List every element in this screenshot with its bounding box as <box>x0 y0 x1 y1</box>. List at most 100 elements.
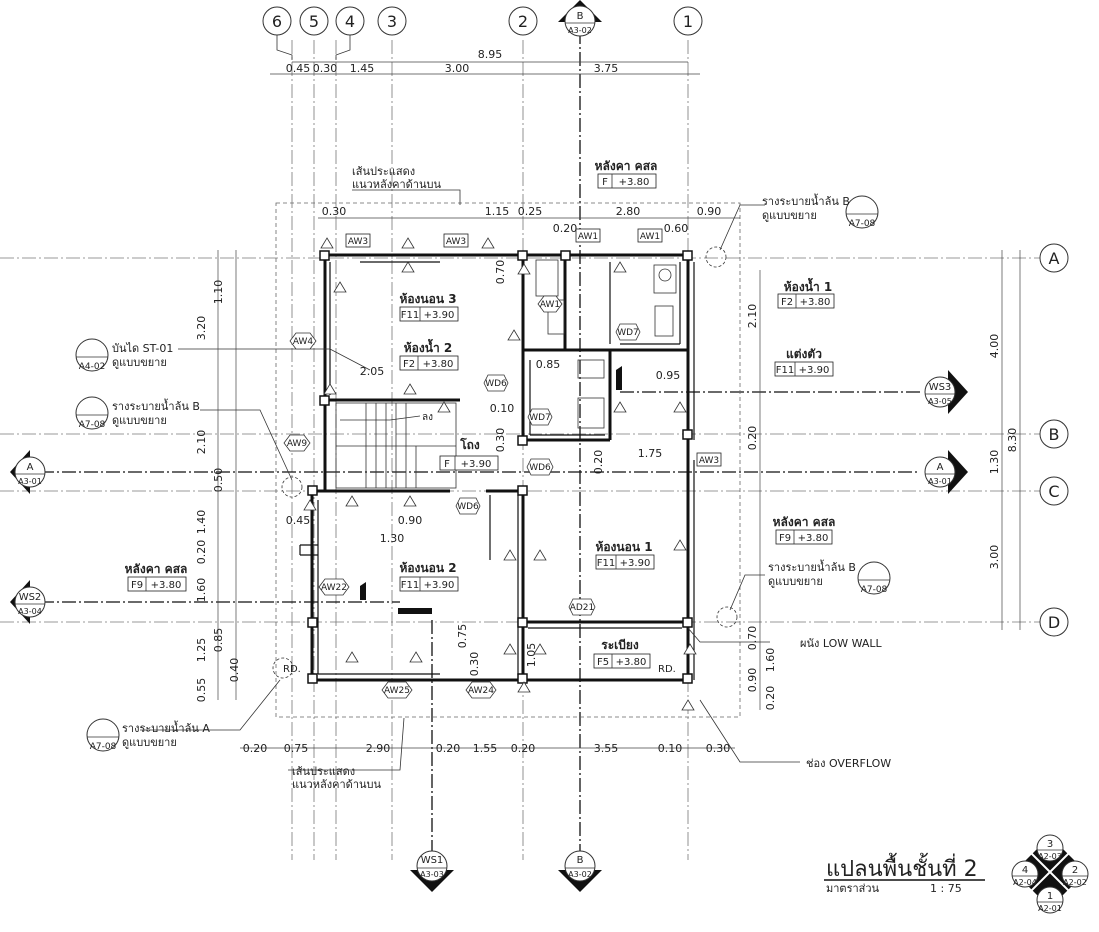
room-level: +3.80 <box>619 177 650 188</box>
ref-sheet: A7-08 <box>849 219 876 229</box>
room-level: +3.80 <box>616 657 647 668</box>
room-code: F9 <box>779 533 791 544</box>
elevation-triangles <box>303 237 697 711</box>
room-level: +3.80 <box>423 359 454 370</box>
room-name: หลังคา คสล <box>125 562 188 576</box>
room-code: F9 <box>131 580 143 591</box>
door-tag: WD7 <box>617 328 639 338</box>
dim-text: 1.25 <box>195 638 208 663</box>
section-sheet: A3-02 <box>568 870 592 879</box>
section-id: WS2 <box>19 592 42 603</box>
dim-text: 0.45 <box>286 62 311 75</box>
walls <box>299 253 695 682</box>
stair: ลง <box>335 402 457 489</box>
dim-text: 0.55 <box>195 678 208 703</box>
roof-outline <box>275 202 741 718</box>
note-text: ดูแบบขยาย <box>762 209 817 222</box>
columns <box>307 250 693 684</box>
dim-text: 0.30 <box>494 428 507 453</box>
window-door-tags: AW3 AW3 AW1 AW1 AW1 AW4 AW9 AW22 AW25 AW… <box>283 228 722 699</box>
room-name: หลังคา คสล <box>773 515 836 529</box>
door-tag: WD6 <box>457 502 479 512</box>
dim-text: 1.40 <box>195 510 208 535</box>
room-level: +3.90 <box>799 365 830 376</box>
dim-text: 0.30 <box>706 742 731 755</box>
window-tag: AW3 <box>699 456 719 466</box>
dim-text: 3.20 <box>195 316 208 341</box>
dim-text: 1.45 <box>350 62 375 75</box>
elev-id: 3 <box>1047 839 1053 850</box>
stair-down-label: ลง <box>422 412 433 423</box>
grid-label-right: D <box>1048 613 1060 632</box>
scale-label: มาตราส่วน <box>826 882 880 895</box>
grid-bubbles-top: 6 5 4 3 2 1 <box>262 6 703 60</box>
room-code: F11 <box>401 310 419 321</box>
dim-text: 0.85 <box>212 628 225 653</box>
note-text: แนวหลังคาด้านบน <box>292 778 382 791</box>
window-tag: AW3 <box>348 237 368 247</box>
door-tag: WD6 <box>529 463 551 473</box>
dim-text: 2.90 <box>366 742 391 755</box>
grid-label-top: 6 <box>272 12 282 31</box>
door-tag: AD21 <box>570 603 595 613</box>
room-name: ห้องนอน 1 <box>595 540 652 554</box>
drain-symbols <box>272 246 738 679</box>
window-tag: AW24 <box>468 686 494 696</box>
elev-sheet: A2-02 <box>1063 878 1087 887</box>
room-name: ระเบียง <box>601 638 639 652</box>
section-id: B <box>577 855 584 866</box>
window-tag: AW1 <box>640 232 660 242</box>
dim-text: 3.55 <box>594 742 619 755</box>
bottom-dimensions: 0.20 0.75 2.90 0.20 1.55 0.20 3.55 0.10 … <box>240 742 735 755</box>
title-main: แปลนพื้นชั้นที่ 2 <box>826 853 978 882</box>
window-tag: AW1 <box>578 232 598 242</box>
window-tag: AW22 <box>321 583 347 593</box>
room-name: ห้องน้ำ 1 <box>784 277 832 294</box>
dim-text: 1.10 <box>212 280 225 305</box>
grid-label-top: 1 <box>683 12 693 31</box>
note-text: รางระบายน้ำล้น B <box>762 193 850 208</box>
dim-text: 3.00 <box>988 545 1001 570</box>
right-dimensions: 4.00 8.30 1.30 3.00 2.10 0.20 0.70 1.60 … <box>746 250 1021 711</box>
ref-sheet: A4-02 <box>79 362 106 372</box>
note-text: รางระบายน้ำล้น B <box>768 559 856 574</box>
grid-label-top: 4 <box>345 12 355 31</box>
room-level: +3.90 <box>424 580 455 591</box>
dim-text: 0.45 <box>286 514 311 527</box>
dim-text: 0.20 <box>764 686 777 711</box>
room-code: F11 <box>776 365 794 376</box>
note-text: รางระบายน้ำล้น B <box>112 398 200 413</box>
dim-text: 1.75 <box>638 447 663 460</box>
dim-text: 0.30 <box>468 652 481 677</box>
room-level: +3.80 <box>800 297 831 308</box>
room-name: ห้องนอน 3 <box>399 292 456 306</box>
room-labels: ห้องนอน 3 F11 +3.90 ห้องน้ำ 2 F2 +3.80 โ… <box>125 159 836 669</box>
room-name: แต่งตัว <box>786 347 822 361</box>
dim-text: 1.15 <box>485 205 510 218</box>
section-sheet: A3-01 <box>928 477 952 486</box>
dim-text: 0.30 <box>322 205 347 218</box>
dim-text: 2.05 <box>360 365 385 378</box>
dim-text: 0.90 <box>697 205 722 218</box>
grid-label-right: A <box>1049 249 1060 268</box>
dim-text: 0.20 <box>553 222 578 235</box>
dim-text: 0.25 <box>518 205 543 218</box>
section-id: B <box>577 11 584 22</box>
note-text: ผนัง LOW WALL <box>800 637 883 650</box>
room-name: ห้องน้ำ 2 <box>404 338 452 355</box>
dim-text: 2.10 <box>195 430 208 455</box>
dim-text: 0.95 <box>656 369 681 382</box>
room-name: หลังคา คสล <box>595 159 658 173</box>
dim-text: 0.85 <box>536 358 561 371</box>
room-code: F <box>602 177 608 188</box>
room-code: F2 <box>403 359 415 370</box>
left-dimensions: 1.10 3.20 2.10 0.50 1.40 0.20 1.60 0.85 … <box>195 250 241 702</box>
grid-label-top: 2 <box>518 12 528 31</box>
dim-text: 0.20 <box>243 742 268 755</box>
note-text: RD. <box>658 664 676 675</box>
note-text: รางระบายน้ำล้น A <box>122 720 210 735</box>
dim-text: 0.20 <box>592 450 605 475</box>
elev-id: 1 <box>1047 891 1053 902</box>
dim-text: 1.55 <box>473 742 498 755</box>
